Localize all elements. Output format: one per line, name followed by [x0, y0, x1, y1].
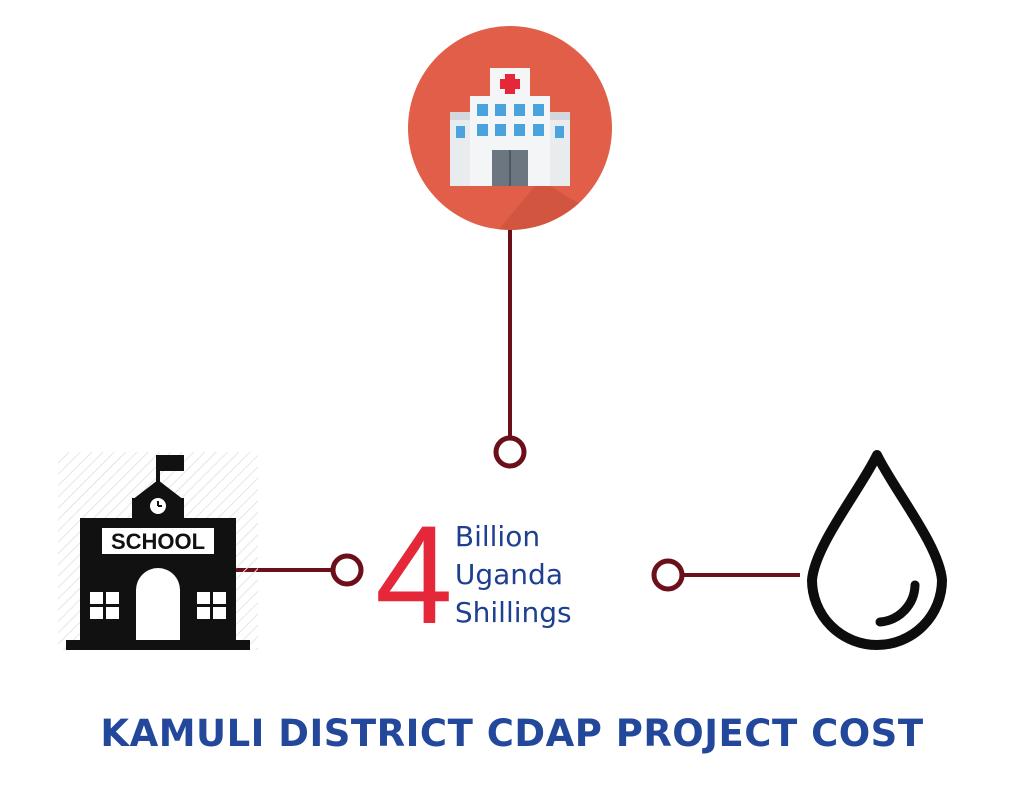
amount-word-2: Uganda	[454, 558, 563, 591]
amount-word-1: Billion	[454, 520, 541, 553]
amount-number: 4	[375, 496, 453, 653]
school-sign: SCHOOL	[111, 529, 205, 554]
school-icon: SCHOOL	[58, 452, 258, 650]
hospital-icon	[408, 26, 612, 230]
amount-word-3: Shillings	[454, 596, 572, 629]
connector-node-right	[651, 558, 685, 592]
connector-lines	[236, 228, 800, 592]
infographic-title: KAMULI DISTRICT CDAP PROJECT COST	[100, 712, 924, 755]
connector-node-left	[330, 553, 364, 587]
connector-node-top	[493, 435, 527, 469]
water-drop-icon	[807, 450, 947, 650]
project-amount: 4 Billion Uganda Shillings	[375, 505, 572, 645]
amount-words: Billion Uganda Shillings	[455, 518, 572, 632]
